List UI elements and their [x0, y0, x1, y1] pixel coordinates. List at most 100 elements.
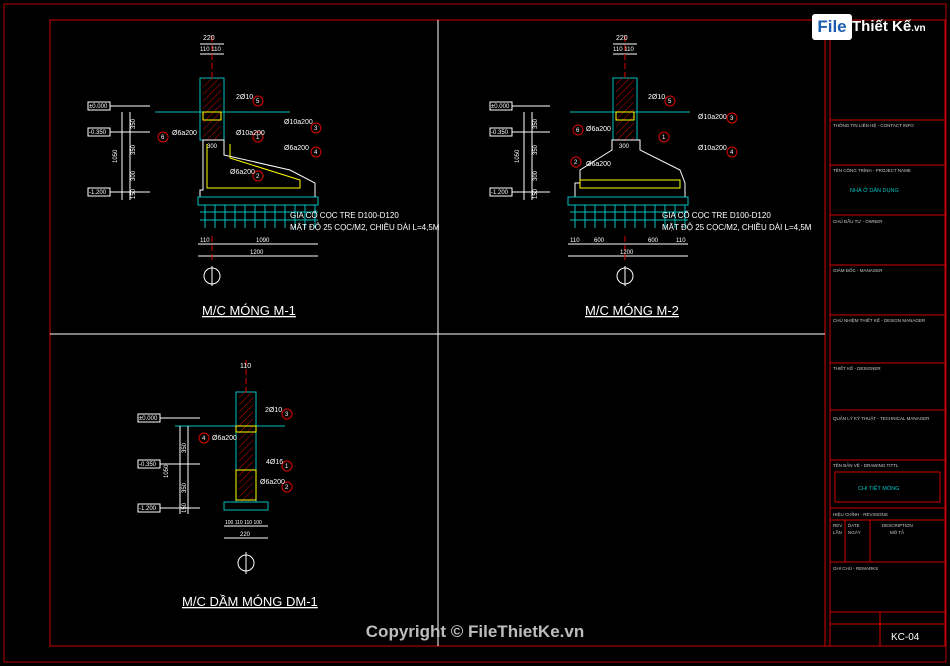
m2-dim-bottom-4: 110 — [676, 238, 686, 244]
copyright-watermark: Copyright © FileThietKe.vn — [365, 622, 585, 641]
m2-level-bot: -1.200 — [491, 190, 509, 196]
m1-marker-3: 1 — [256, 135, 260, 141]
m1-dim-bottom-3: 1200 — [250, 250, 264, 256]
m2-dim-top-split: 110 110 — [613, 47, 634, 53]
m1-dim-left-3: 350 — [131, 144, 137, 155]
section-dm1 — [137, 360, 293, 574]
m1-dim-left-4: 300 — [131, 170, 137, 181]
m2-note-2: MẬT ĐỘ 25 CỌC/M2, CHIỀU DÀI L=4,5M — [662, 222, 812, 232]
drawing-frame — [49, 19, 946, 647]
m2-marker-1: 5 — [668, 99, 672, 105]
m2-level-top: ±0.000 — [491, 104, 510, 110]
section-m2 — [489, 36, 738, 286]
tb-contact: THÔNG TIN LIÊN HỆ - CONTACT INFO — [833, 121, 914, 128]
m1-level-bot: -1.200 — [89, 190, 107, 196]
m2-label-4: Ø10a200 — [698, 145, 727, 152]
m1-marker-1: 5 — [256, 99, 260, 105]
m2-level-mid: -0.350 — [491, 130, 509, 136]
dm1-dim-bottom-2: 220 — [240, 532, 251, 538]
dm1-label-1: 2Ø10 — [265, 407, 282, 414]
m1-level-top: ±0.000 — [89, 104, 108, 110]
tb-owner: CHỦ ĐẦU TƯ - OWNER — [833, 218, 883, 224]
m2-title: M/C MÓNG M-2 — [585, 303, 679, 318]
m2-dim-top: 220 — [616, 35, 628, 42]
tb-technical: QUẢN LÝ KỸ THUẬT - TECHNICAL MANAGER — [833, 415, 930, 421]
tb-sheet-no: KC-04 — [891, 632, 920, 643]
dm1-label-3: 4Ø16 — [266, 459, 283, 466]
m1-label-4: Ø10a200 — [284, 119, 313, 126]
dm1-label-4: Ø6a200 — [260, 479, 285, 486]
m2-label-3: Ø10a200 — [698, 114, 727, 121]
m2-dim-bottom-1: 110 — [570, 238, 580, 244]
dm1-dim-left-2: 1050 — [164, 464, 170, 478]
m1-marker-4: 2 — [256, 174, 260, 180]
section-m1 — [87, 36, 322, 286]
m1-dim-top: 220 — [203, 35, 215, 42]
m2-label-5: Ø6a200 — [586, 161, 611, 168]
tb-rev-header-top-3: DESCRIPTION — [882, 523, 913, 528]
m1-label-2: Ø6a200 — [172, 130, 197, 137]
m2-marker-3: 1 — [662, 135, 666, 141]
m1-dim-bottom-1: 110 — [200, 238, 210, 244]
m2-dim-left-5: 150 — [533, 188, 539, 199]
dm1-dim-left-4: 150 — [182, 502, 188, 513]
dm1-dim-top: 110 — [240, 363, 251, 370]
dm1-marker-1: 3 — [285, 412, 289, 418]
logo-name: Thiết Kế — [852, 18, 912, 35]
dm1-marker-4: 2 — [285, 485, 289, 491]
m1-note-2: MẬT ĐỘ 25 CỌC/M2, CHIỀU DÀI L=4,5M — [290, 222, 440, 232]
dm1-label-2: Ø6a200 — [212, 435, 237, 442]
logo-file-mark: File — [812, 14, 852, 40]
m2-dim-left-3: 350 — [533, 144, 539, 155]
m2-dim-300: 300 — [619, 144, 630, 150]
tb-project-name: NHÀ Ở DÂN DỤNG — [850, 187, 899, 194]
dm1-dim-left-3: 350 — [182, 482, 188, 493]
m2-marker-5: 3 — [730, 116, 734, 122]
tb-rev-header-3: MÔ TẢ — [890, 529, 904, 535]
m1-label-5: Ø6a200 — [284, 145, 309, 152]
tb-rev-header-top-1: REV — [833, 523, 842, 528]
dm1-title: M/C DẦM MÓNG DM-1 — [182, 594, 318, 609]
m2-dim-bottom-5: 1200 — [620, 250, 634, 256]
m1-marker-2: 6 — [161, 135, 165, 141]
tb-revisions: HIỆU CHỈNH - REVISIONS — [833, 510, 888, 517]
dm1-level-top: ±0.000 — [139, 416, 158, 422]
tb-rev-header-2: NGÀY — [848, 529, 861, 535]
tb-project-label: TÊN CÔNG TRÌNH - PROJECT NAME — [833, 166, 911, 173]
title-block-grid — [830, 119, 945, 646]
dm1-level-mid: -0.350 — [139, 462, 157, 468]
m2-dim-bottom-2: 600 — [594, 238, 605, 244]
m1-dim-bottom-2: 1090 — [256, 238, 270, 244]
tb-designer: THIẾT KẾ - DESIGNER — [833, 365, 881, 371]
m1-label-6: Ø6a200 — [230, 169, 255, 176]
m1-marker-5: 3 — [314, 126, 318, 132]
tb-manager: GIÁM ĐỐC - MANAGER — [833, 267, 883, 273]
tb-rev-header-top-2: DATE — [848, 523, 860, 528]
m2-dim-left-4: 300 — [533, 170, 539, 181]
dm1-level-bot: -1.200 — [139, 506, 157, 512]
site-logo: File Thiết Kế.vn — [808, 10, 938, 46]
m1-dim-300: 300 — [207, 144, 218, 150]
m1-dim-top-split: 110 110 — [200, 47, 221, 53]
m2-label-1: 2Ø10 — [648, 94, 665, 101]
m1-label-1: 2Ø10 — [236, 94, 253, 101]
m1-dim-left-2: 1050 — [113, 149, 119, 163]
m1-dim-left-5: 150 — [131, 188, 137, 199]
m2-label-2: Ø6a200 — [586, 126, 611, 133]
logo-suffix: .vn — [911, 23, 926, 34]
tb-design-manager: CHỦ NHIỆM THIẾT KẾ - DESIGN MANAGER — [833, 316, 926, 323]
m2-marker-6: 4 — [730, 150, 734, 156]
m2-marker-2: 6 — [576, 128, 580, 134]
tb-remarks: GHI CHÚ - REMARKS — [833, 565, 878, 571]
tb-drawing-title: CHI TIẾT MÓNG — [858, 485, 899, 492]
logo-text: Thiết Kế.vn — [852, 18, 926, 35]
dm1-dim-left-1: 350 — [182, 442, 188, 453]
tb-rev-header-1: LẦN — [833, 529, 842, 535]
m1-dim-left-1: 350 — [131, 118, 137, 129]
outer-frame — [3, 3, 947, 663]
m2-dim-bottom-3: 600 — [648, 238, 659, 244]
m1-marker-6: 4 — [314, 150, 318, 156]
dm1-marker-2: 4 — [202, 436, 206, 442]
m2-dim-left-1: 350 — [533, 118, 539, 129]
